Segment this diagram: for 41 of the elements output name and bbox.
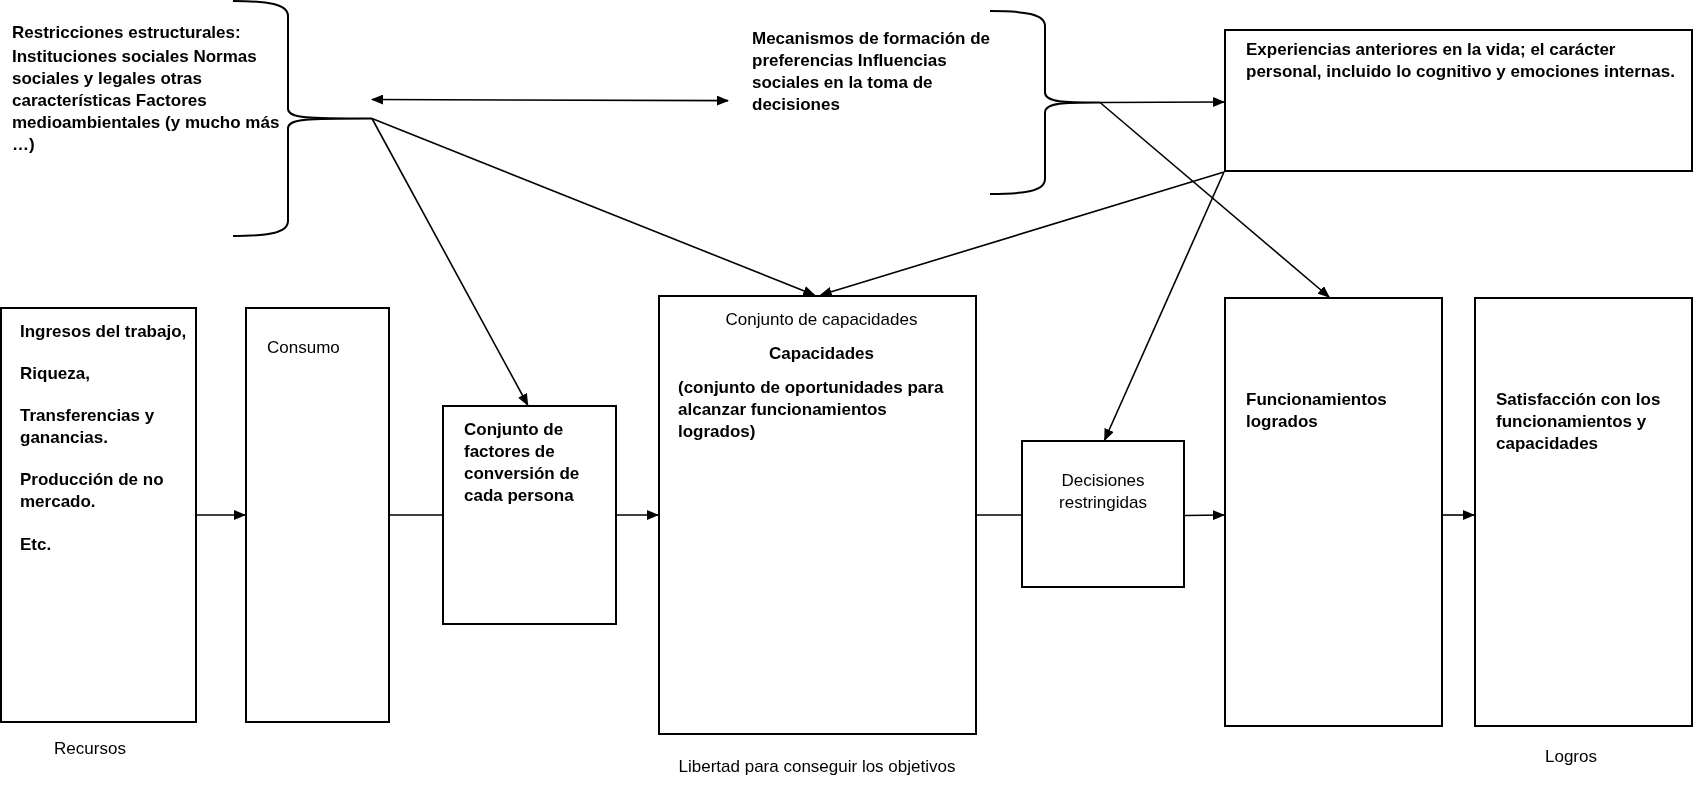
process-box <box>1021 440 1185 588</box>
arrow <box>1099 101 1330 298</box>
node-text: Restricciones estructurales: <box>12 22 242 44</box>
arrow <box>1099 97 1225 107</box>
node-text: Mecanismos de formación de preferencias Influencias sociales en la toma de decisiones <box>752 28 992 117</box>
arrow <box>1442 510 1475 520</box>
arrow <box>819 171 1225 297</box>
node-text: Consumo <box>267 337 341 359</box>
node-text: Capacidades <box>768 343 875 366</box>
arrow <box>616 510 659 520</box>
node-text: Riqueza, <box>20 363 91 386</box>
arrow <box>1103 171 1225 441</box>
node-text: Experiencias anteriores en la vida; el carácter personal, incluido lo cognitivo y emociones internas. <box>1246 39 1676 84</box>
process-box <box>1224 297 1443 727</box>
process-box <box>1474 297 1693 727</box>
node-text: Etc. <box>20 533 53 556</box>
process-box <box>1224 29 1693 172</box>
process-box <box>245 307 390 723</box>
connector-line <box>976 514 1022 516</box>
node-text: Decisiones restringidas <box>1058 470 1148 515</box>
arrow <box>371 117 529 406</box>
node-text: Instituciones sociales Normas sociales y legales otras características Factores medioambientales (y mucho más …) <box>12 46 281 157</box>
node-text: Conjunto de capacidades <box>724 309 919 331</box>
arrow <box>196 510 246 520</box>
node-text: Funcionamientos logrados <box>1246 389 1388 434</box>
process-box <box>442 405 617 625</box>
connector-line <box>389 514 443 516</box>
arrow <box>1184 510 1225 521</box>
node-text: Transferencias y ganancias. <box>20 405 156 450</box>
node-text: Satisfacción con los funcionamientos y capacidades <box>1496 389 1662 456</box>
node-text: Producción de no mercado. <box>20 469 165 514</box>
arrow <box>371 94 729 106</box>
node-text: Conjunto de factores de conversión de cada persona <box>464 419 581 508</box>
node-caption: Recursos <box>53 738 127 760</box>
process-box <box>0 307 197 723</box>
arrow <box>371 117 816 296</box>
node-text: Ingresos del trabajo, <box>20 321 187 343</box>
node-caption: Libertad para conseguir los objetivos <box>677 756 957 778</box>
process-box <box>658 295 977 735</box>
node-text: (conjunto de oportunidades para alcanzar funcionamientos logrados) <box>678 377 945 444</box>
node-caption: Logros <box>1544 746 1598 768</box>
